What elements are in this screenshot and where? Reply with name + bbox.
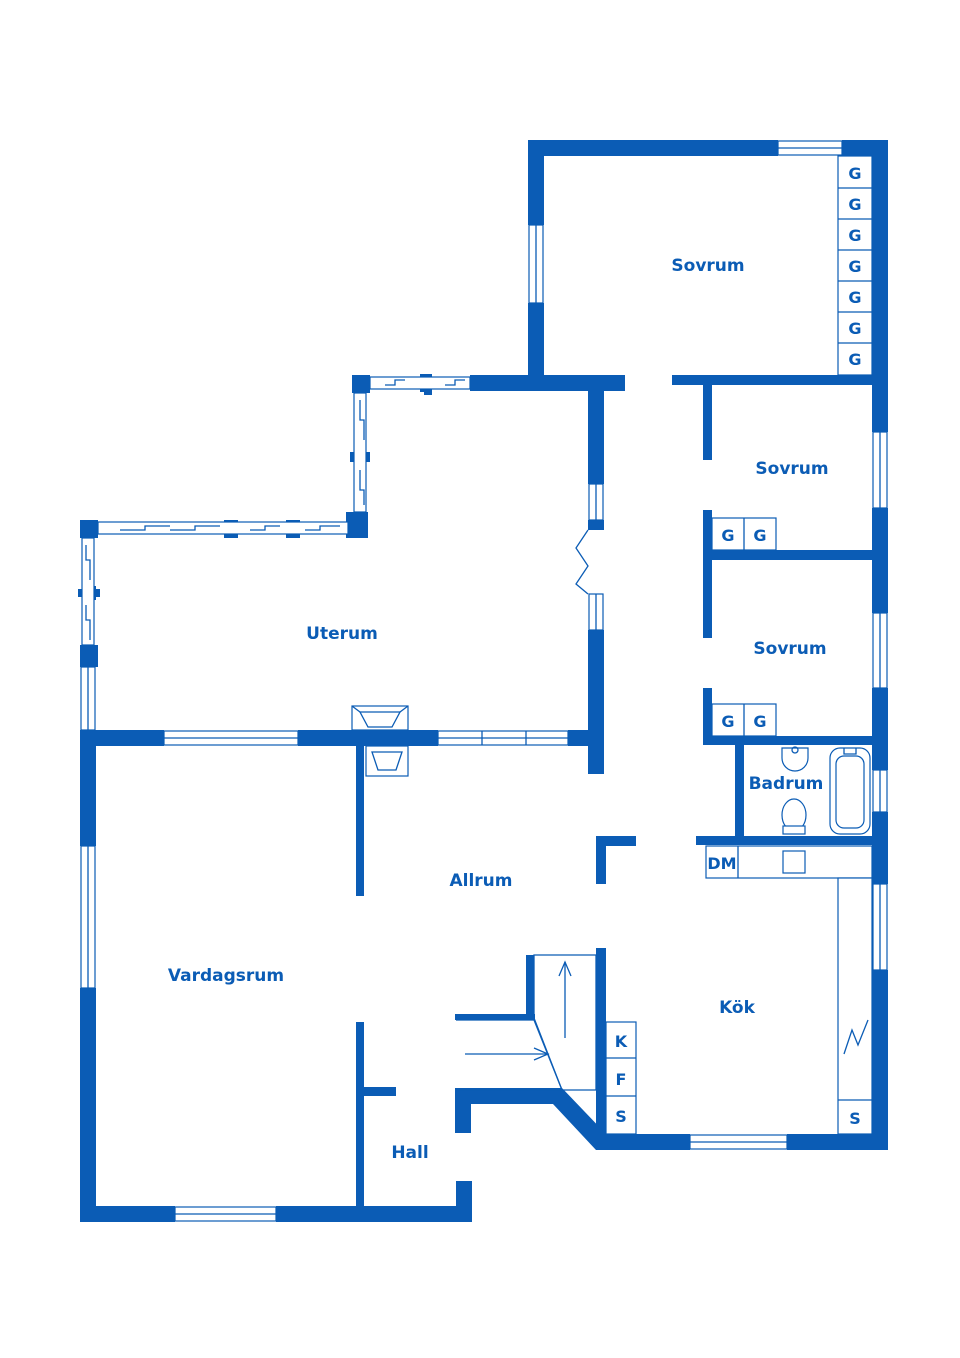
wardrobe-mark: G bbox=[721, 712, 734, 731]
cabinet-mark: S bbox=[615, 1107, 627, 1126]
cabinet-mark: S bbox=[849, 1109, 861, 1128]
room-label-hall: Hall bbox=[391, 1143, 428, 1163]
room-label-vardagsrum: Vardagsrum bbox=[168, 966, 284, 986]
wardrobe-mark: G bbox=[848, 164, 861, 183]
wardrobe-mark: G bbox=[753, 526, 766, 545]
wardrobe-mark: G bbox=[848, 226, 861, 245]
room-labels: Sovrum Sovrum Sovrum Uterum Badrum Allru… bbox=[168, 256, 829, 1163]
wardrobe-mark: G bbox=[848, 257, 861, 276]
fixture-marks: G G G G G G G G G G G DM K F S S bbox=[615, 164, 862, 1128]
fridge-mark: K bbox=[615, 1032, 628, 1051]
wardrobe-mark: G bbox=[848, 350, 861, 369]
wardrobe-mark: G bbox=[848, 319, 861, 338]
room-label-sovrum-3: Sovrum bbox=[753, 639, 826, 659]
room-label-badrum: Badrum bbox=[749, 774, 824, 794]
wardrobe-mark: G bbox=[848, 195, 861, 214]
fixtures bbox=[351, 155, 873, 1135]
freezer-mark: F bbox=[616, 1070, 627, 1089]
room-label-uterum: Uterum bbox=[306, 624, 378, 644]
room-label-kok: Kök bbox=[719, 998, 756, 1018]
wardrobe-mark: G bbox=[753, 712, 766, 731]
room-label-sovrum-2: Sovrum bbox=[755, 459, 828, 479]
walls bbox=[78, 140, 888, 1222]
room-label-sovrum-main: Sovrum bbox=[671, 256, 744, 276]
windows bbox=[80, 140, 888, 1222]
room-label-allrum: Allrum bbox=[449, 871, 512, 891]
wardrobe-mark: G bbox=[721, 526, 734, 545]
wardrobe-mark: G bbox=[848, 288, 861, 307]
dishwasher-mark: DM bbox=[707, 854, 736, 873]
